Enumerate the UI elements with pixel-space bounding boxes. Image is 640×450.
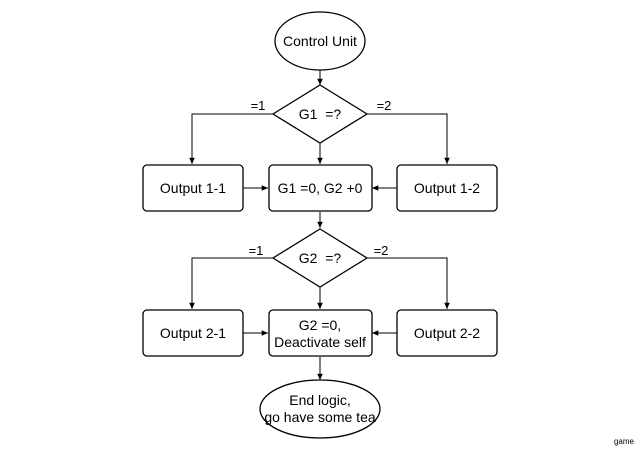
node-label: Control Unit <box>283 33 357 49</box>
box-shape <box>142 309 244 357</box>
edge-g2-to-output-2-1 <box>189 257 273 309</box>
ellipse-shape <box>274 11 366 71</box>
box-shape <box>396 309 498 357</box>
node-label: G1 =0, G2 +0 <box>278 180 363 196</box>
edge-g2-to-output-2-2 <box>367 257 450 309</box>
node-label-line1: G2 =0, <box>299 317 341 333</box>
node-g2-reset[interactable]: G2 =0, Deactivate self <box>268 309 373 357</box>
diamond-shape <box>271 84 369 144</box>
node-label: Output 2-1 <box>160 325 226 341</box>
node-label-line2: go have some tea <box>264 409 376 425</box>
edge-g1-to-output-1-2 <box>367 113 450 164</box>
node-label: Output 2-2 <box>414 325 480 341</box>
ellipse-shape <box>259 379 381 439</box>
node-decision-g1[interactable]: G1 =? <box>271 84 369 144</box>
edge-label-g1-left: =1 <box>251 98 266 113</box>
watermark-text: game <box>614 437 635 446</box>
node-label: Output 1-2 <box>414 180 480 196</box>
node-control-unit[interactable]: Control Unit <box>274 11 366 71</box>
diamond-shape <box>271 228 369 288</box>
box-shape <box>396 164 498 212</box>
node-end[interactable]: End logic, go have some tea <box>259 379 381 439</box>
node-g1-reset[interactable]: G1 =0, G2 +0 <box>268 164 373 212</box>
box-shape <box>142 164 244 212</box>
box-shape <box>268 164 373 212</box>
box-shape <box>268 309 373 357</box>
edge-g1-to-output-1-1 <box>189 113 273 164</box>
node-label-line2: Deactivate self <box>274 334 366 350</box>
edge-label-g2-right: =2 <box>374 243 389 258</box>
node-label-line1: End logic, <box>289 392 350 408</box>
node-output-2-1[interactable]: Output 2-1 <box>142 309 244 357</box>
node-output-1-2[interactable]: Output 1-2 <box>396 164 498 212</box>
node-output-2-2[interactable]: Output 2-2 <box>396 309 498 357</box>
node-label: Output 1-1 <box>160 180 226 196</box>
edges <box>189 70 450 380</box>
node-decision-g2[interactable]: G2 =? <box>271 228 369 288</box>
edge-label-g1-right: =2 <box>377 98 392 113</box>
edge-label-g2-left: =1 <box>249 243 264 258</box>
node-output-1-1[interactable]: Output 1-1 <box>142 164 244 212</box>
node-label: G2 =? <box>299 250 342 266</box>
node-label: G1 =? <box>299 106 342 122</box>
